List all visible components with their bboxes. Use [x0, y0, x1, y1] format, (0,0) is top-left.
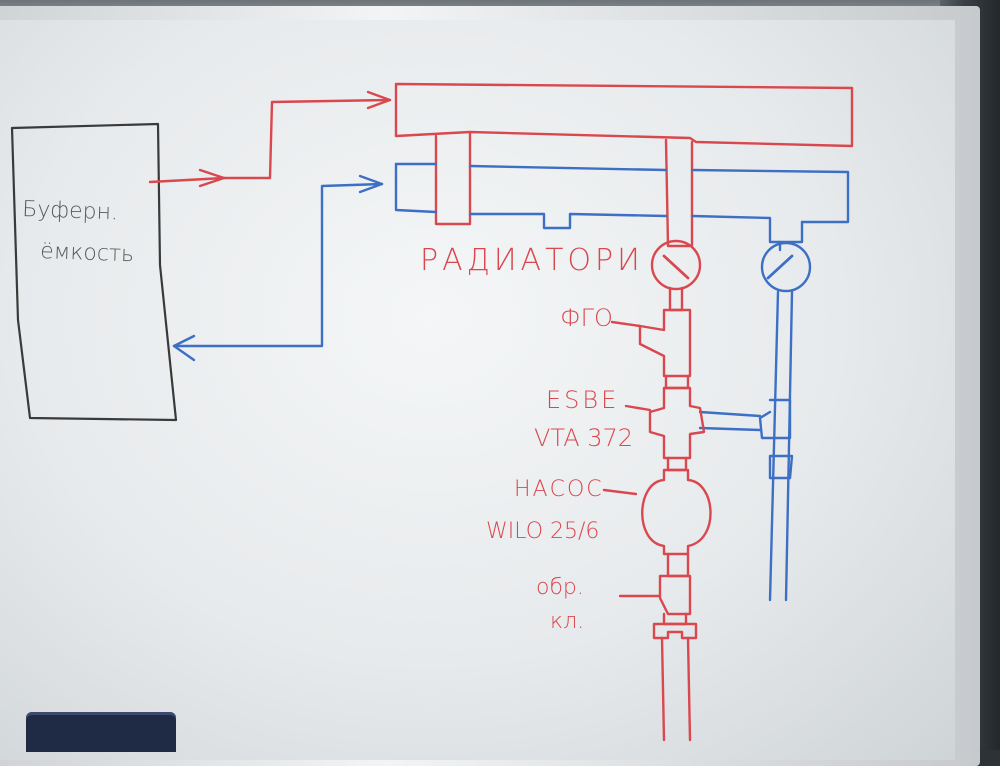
- esbe-label-line2: VTA 372: [534, 424, 633, 452]
- check-valve-label-line1: обр.: [536, 575, 584, 600]
- cold-header: [394, 162, 850, 244]
- hot-supply-line: [148, 90, 392, 188]
- pump-branch: [602, 239, 712, 742]
- hot-header: [394, 82, 854, 248]
- heating-schematic: Буферн. ёмкость РАДИАТОРИ ФГО ESBE VTA 3…: [10, 82, 854, 742]
- fgo-label: ФГО: [560, 304, 613, 332]
- pump-label-line1: НАСОС: [514, 477, 604, 502]
- esbe-label-line1: ESBE: [546, 386, 619, 414]
- cold-return-line: [172, 174, 384, 362]
- board-eraser: [26, 712, 176, 752]
- check-valve-label-line2: кл.: [550, 609, 584, 634]
- pump-label-line2: WILO 25/6: [486, 519, 599, 544]
- radiators-label: РАДИАТОРИ: [420, 243, 644, 278]
- buffer-label-line2: ёмкость: [40, 239, 135, 267]
- bypass-line: [698, 240, 812, 602]
- gauge-left: [650, 239, 702, 291]
- buffer-tank: [10, 122, 178, 422]
- buffer-label-line1: Буферн.: [22, 197, 119, 225]
- whiteboard: Буферн. ёмкость РАДИАТОРИ ФГО ESBE VTA 3…: [0, 20, 955, 760]
